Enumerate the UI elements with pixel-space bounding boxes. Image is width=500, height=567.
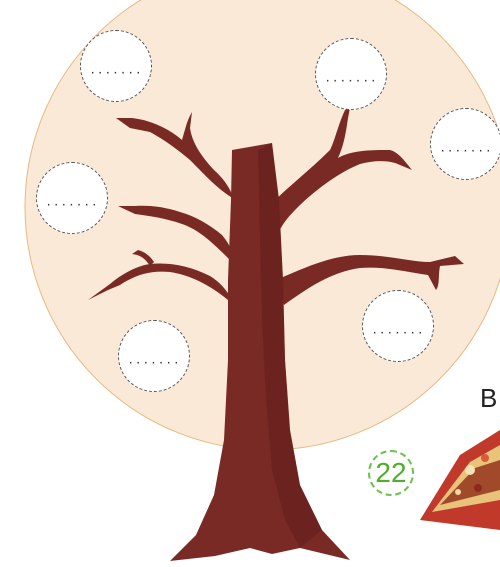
answer-blank-6[interactable]: ....... [118,320,190,392]
answer-blank-4[interactable]: ....... [36,162,108,234]
food-icon [420,430,500,530]
page-number-badge: 22 [368,450,414,496]
blank-dots: ....... [316,72,386,85]
blank-dots: ....... [37,196,107,209]
blank-dots: ....... [119,354,189,367]
section-letter: B [480,383,497,414]
answer-blank-2[interactable]: ....... [315,38,387,110]
blank-dots: ....... [431,142,500,155]
answer-blank-5[interactable]: ....... [362,290,434,362]
blank-dots: ....... [363,324,433,337]
answer-blank-3[interactable]: ....... [430,108,500,180]
blank-dots: ....... [81,64,151,77]
answer-blank-1[interactable]: ....... [80,30,152,102]
